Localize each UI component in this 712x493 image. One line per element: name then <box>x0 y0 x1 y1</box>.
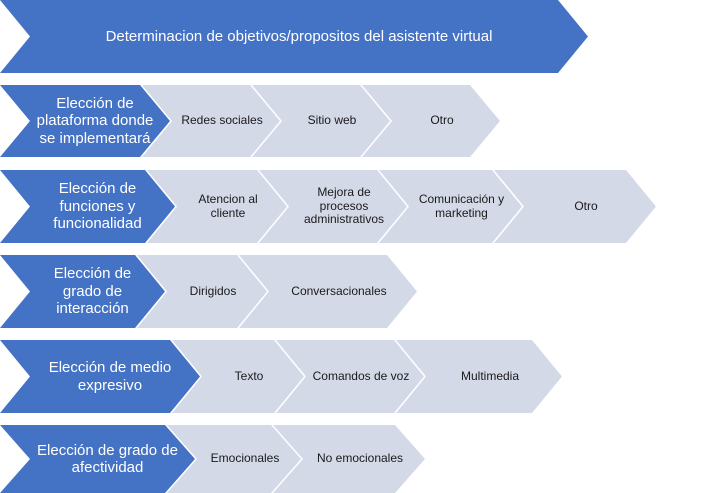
diagram-row-funciones: Elección de funciones y funcionalidad At… <box>0 170 656 243</box>
chevron-option-otro[interactable]: Otro <box>494 170 656 243</box>
chevron-label: Emocionales <box>210 451 280 466</box>
chevron-label: Texto <box>234 368 264 383</box>
chevron-label: Conversacionales <box>291 283 387 298</box>
chevron-label: Elección de plataforma donde se implemen… <box>36 94 154 147</box>
chevron-label: Mejora de procesos administrativos <box>303 184 385 227</box>
chevron-lead-afectividad[interactable]: Elección de grado de afectividad <box>0 425 195 493</box>
chevron-lead-funciones[interactable]: Elección de funciones y funcionalidad <box>0 170 175 243</box>
chevron-label: Elección de grado de afectividad <box>37 441 178 476</box>
chevron-label: Otro <box>574 198 598 213</box>
chevron-lead-plataforma[interactable]: Elección de plataforma donde se implemen… <box>0 85 170 157</box>
chevron-lead-interaccion[interactable]: Elección de grado de interacción <box>0 255 165 328</box>
diagram-row-afectividad: Elección de grado de afectividad Emocion… <box>0 425 425 493</box>
chevron-label: Determinacion de objetivos/propositos de… <box>105 27 493 45</box>
chevron-lead-objetivos[interactable]: Determinacion de objetivos/propositos de… <box>0 0 588 73</box>
chevron-label: No emocionales <box>316 451 404 466</box>
chevron-label: Multimedia <box>460 368 520 383</box>
chevron-lead-medio-expresivo[interactable]: Elección de medio expresivo <box>0 340 200 413</box>
chevron-label: Dirigidos <box>189 283 237 298</box>
chevron-label: Elección de medio expresivo <box>48 359 172 394</box>
chevron-label: Sitio web <box>307 113 357 128</box>
chevron-label: Elección de grado de interacción <box>53 265 132 318</box>
diagram-row-medio-expresivo: Elección de medio expresivo Texto Comand… <box>0 340 562 413</box>
chevron-label: Comunicación y marketing <box>418 191 505 220</box>
chevron-label: Atencion al cliente <box>198 191 258 220</box>
chevron-label: Comandos de voz <box>312 368 410 383</box>
chevron-label: Elección de funciones y funcionalidad <box>53 180 142 233</box>
diagram-row-objetivos: Determinacion de objetivos/propositos de… <box>0 0 588 73</box>
diagram-row-interaccion: Elección de grado de interacción Dirigid… <box>0 255 417 328</box>
chevron-label: Otro <box>430 113 454 128</box>
diagram-row-plataforma: Elección de plataforma donde se implemen… <box>0 85 500 157</box>
chevron-label: Redes sociales <box>181 113 263 128</box>
